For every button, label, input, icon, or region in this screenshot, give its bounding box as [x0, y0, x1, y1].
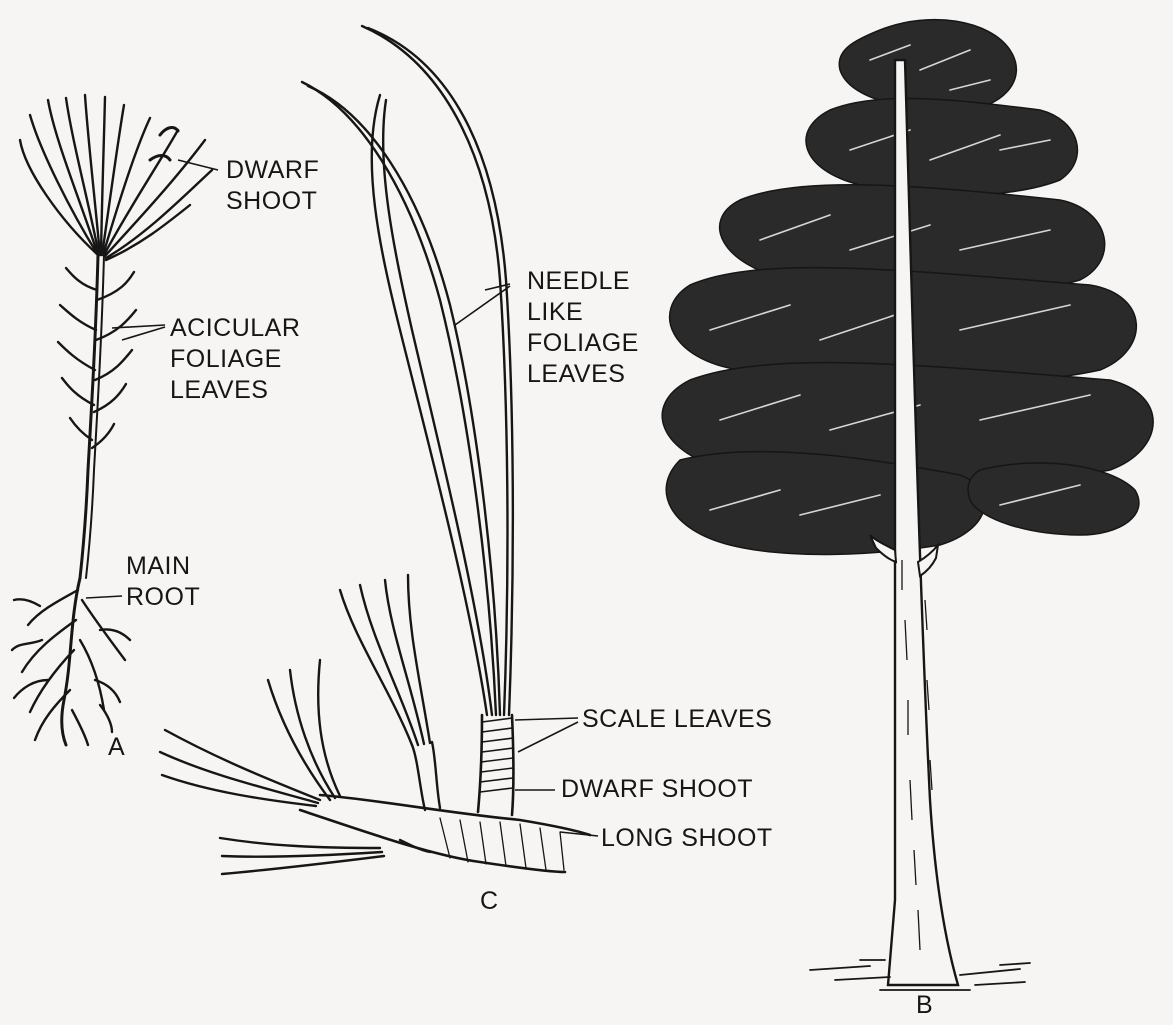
- label-line: SHOOT: [226, 186, 319, 217]
- label-line: DWARF: [226, 155, 319, 186]
- label-dwarf-shoot-a: DWARF SHOOT: [226, 155, 319, 217]
- label-line: NEEDLE: [527, 266, 639, 297]
- panel-letter-c: C: [480, 886, 499, 917]
- label-acicular-foliage-leaves: ACICULAR FOLIAGE LEAVES: [170, 313, 300, 406]
- label-line: LEAVES: [527, 359, 639, 390]
- panel-letter-a: A: [108, 732, 125, 763]
- panel-letter-b: B: [916, 990, 933, 1021]
- seedling-drawing: [12, 95, 212, 745]
- label-line: FOLIAGE: [170, 344, 300, 375]
- label-line: ACICULAR: [170, 313, 300, 344]
- label-long-shoot: LONG SHOOT: [601, 823, 773, 854]
- label-needle-like-foliage-leaves: NEEDLE LIKE FOLIAGE LEAVES: [527, 266, 639, 390]
- label-dwarf-shoot-c: DWARF SHOOT: [561, 774, 753, 805]
- label-line: MAIN: [126, 551, 200, 582]
- label-line: FOLIAGE: [527, 328, 639, 359]
- label-line: LEAVES: [170, 375, 300, 406]
- label-line: ROOT: [126, 582, 200, 613]
- branch-drawing: [160, 26, 590, 874]
- label-line: LIKE: [527, 297, 639, 328]
- label-main-root: MAIN ROOT: [126, 551, 200, 613]
- label-scale-leaves: SCALE LEAVES: [582, 704, 772, 735]
